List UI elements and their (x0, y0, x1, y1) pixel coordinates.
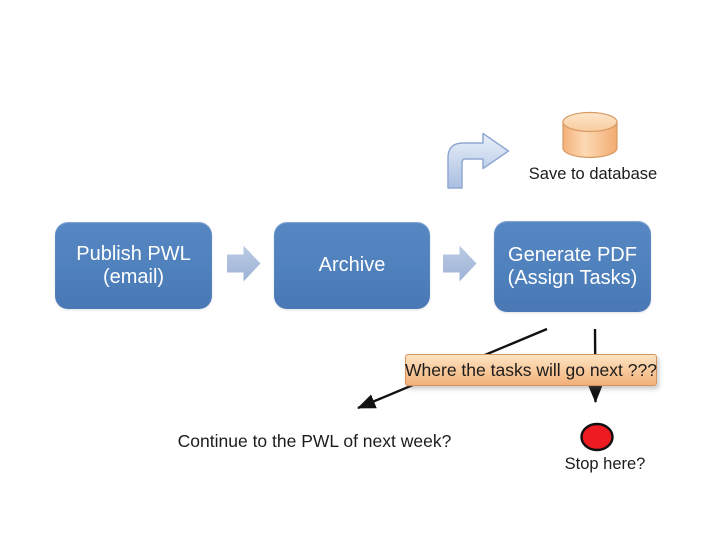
flow-box-label: (Assign Tasks) (507, 266, 638, 289)
flow-box-archive: Archive (274, 222, 430, 309)
flow-box-label: (email) (102, 265, 165, 288)
flow-box-label: Generate PDF (508, 243, 637, 266)
stop-here-label: Stop here? (564, 455, 646, 473)
callout-text: Where the tasks will go next ??? (405, 359, 657, 380)
flow-box-generate-pdf: Generate PDF (Assign Tasks) (494, 221, 651, 312)
block-arrow-right-icon (227, 245, 261, 282)
flow-box-label: Publish PWL (76, 242, 191, 265)
continue-next-week-label: Continue to the PWL of next week? (177, 431, 452, 451)
block-arrow-right-icon (443, 245, 477, 282)
callout-note: Where the tasks will go next ??? (405, 354, 657, 386)
flow-box-label: Archive (318, 254, 386, 276)
database-cylinder-icon (562, 111, 618, 159)
flow-box-publish-pwl: Publish PWL (email) (55, 222, 212, 309)
save-to-database-label: Save to database (528, 165, 658, 183)
stop-oval-icon (580, 422, 614, 452)
bent-up-arrow-icon (447, 132, 510, 189)
